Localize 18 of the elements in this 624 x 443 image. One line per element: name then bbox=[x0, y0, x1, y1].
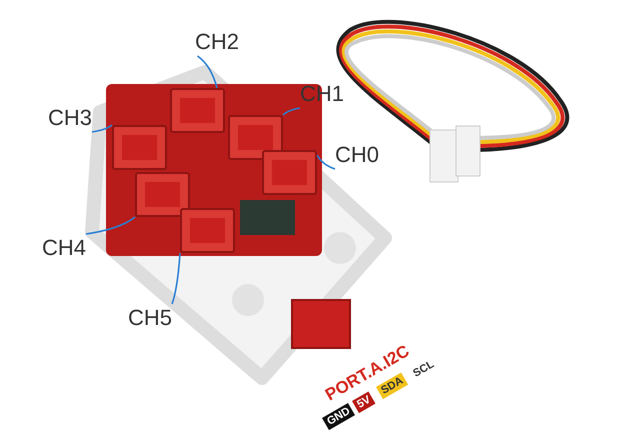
connector-port bbox=[180, 208, 235, 253]
channel-label: CH3 bbox=[48, 104, 92, 132]
connector-port bbox=[112, 125, 167, 170]
connector-port bbox=[262, 150, 317, 195]
channel-label: CH5 bbox=[128, 304, 172, 332]
leader-line bbox=[197, 55, 218, 88]
channel-label: CH0 bbox=[335, 141, 380, 169]
leader-line bbox=[86, 216, 136, 235]
leader-line bbox=[171, 252, 181, 304]
leader-line bbox=[282, 107, 300, 116]
connector-port bbox=[170, 88, 225, 133]
leader-line bbox=[316, 154, 336, 170]
channel-label: CH2 bbox=[195, 28, 240, 56]
channel-label: CH1 bbox=[300, 80, 344, 108]
connector-port bbox=[228, 115, 283, 160]
connector-port bbox=[135, 172, 190, 217]
channel-label: CH4 bbox=[42, 234, 86, 262]
leader-line bbox=[92, 124, 112, 133]
